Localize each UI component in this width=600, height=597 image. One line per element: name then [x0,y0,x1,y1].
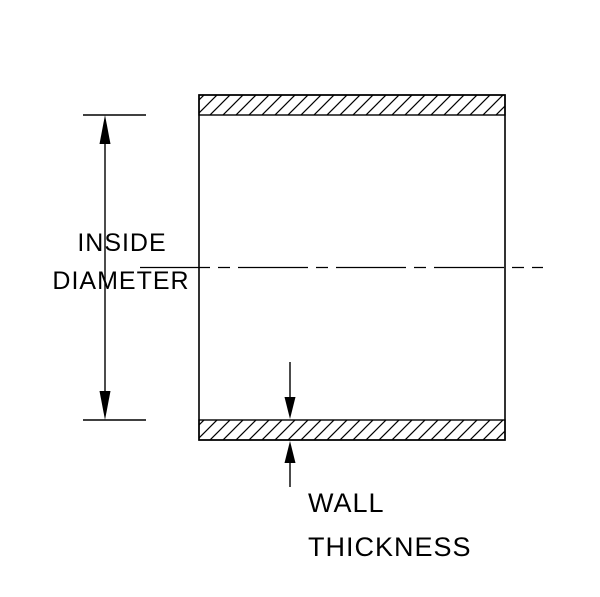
tube-top-wall-hatch [198,94,506,116]
tube-cross-section [198,94,506,441]
wall-thickness-indicator [284,362,296,487]
arrowhead-up [99,115,111,144]
inside-diameter-dimension [83,114,146,421]
arrowhead-down-to-wall [284,397,296,419]
wall-thickness-label-line1: WALL [308,488,385,518]
tube-bottom-wall-hatch [198,419,506,441]
arrowhead-down [99,391,111,420]
inside-diameter-label-line2: DIAMETER [52,267,189,295]
inside-diameter-label-line1: INSIDE [77,229,166,257]
wall-thickness-label-line2: THICKNESS [308,532,472,562]
arrowhead-up-to-wall [284,441,296,463]
